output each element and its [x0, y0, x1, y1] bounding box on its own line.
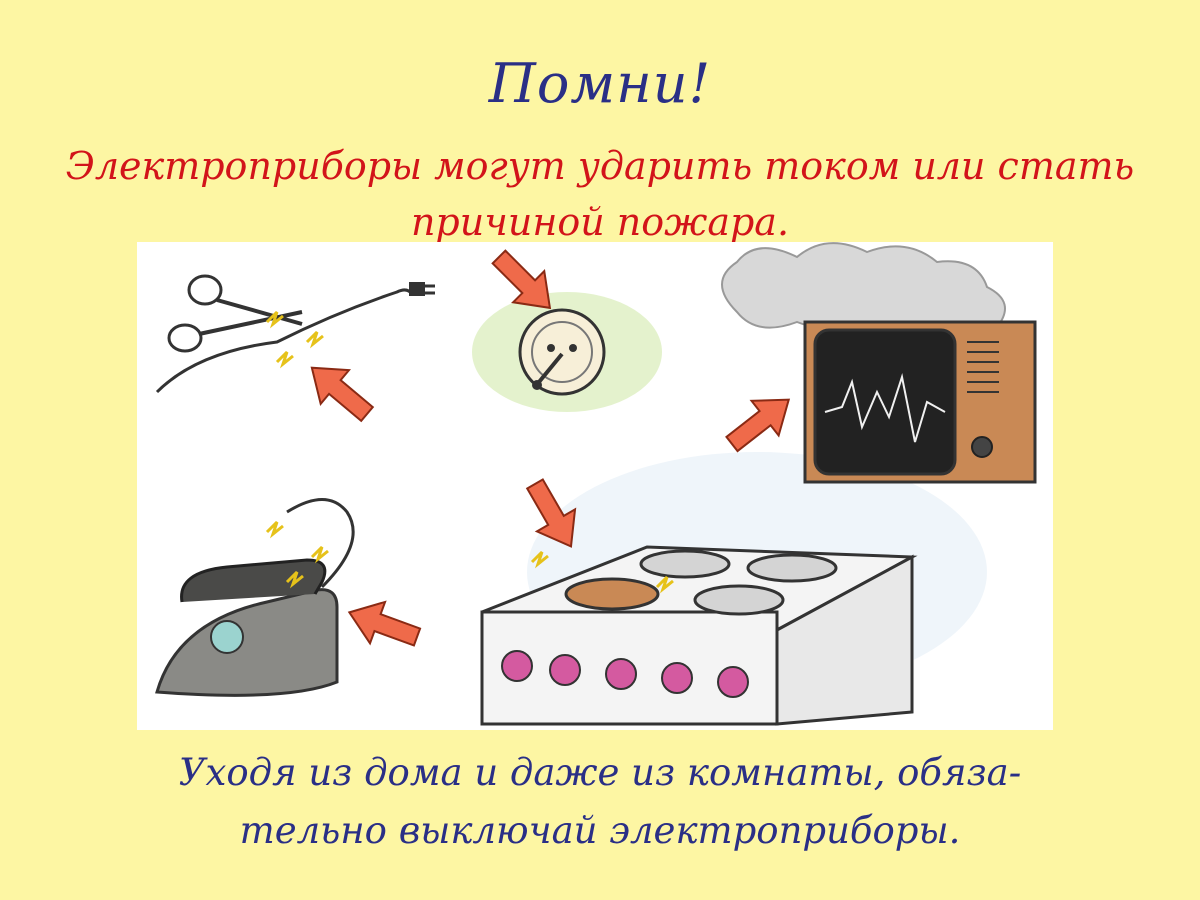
iron-with-frayed-cord-icon: [155, 498, 426, 697]
warning-subtitle: Электроприборы могут ударить током или с…: [65, 144, 1135, 244]
footer-instruction: Уходя из дома и даже из комнаты, обяза- …: [80, 744, 1120, 860]
hazards-illustration: [137, 242, 1053, 730]
footer-line-2: тельно выключай электроприборы.: [239, 809, 961, 852]
illustration-svg: [155, 242, 1037, 726]
scissors-cutting-cord-icon: [155, 274, 435, 432]
footer-line-1: Уходя из дома и даже из комнаты, обяза-: [178, 751, 1022, 794]
electric-stove-icon: [480, 472, 918, 726]
wall-socket-with-pin-icon: [482, 242, 606, 396]
smoking-tv-icon: [717, 242, 1037, 484]
page-title: Помни!: [488, 52, 712, 115]
